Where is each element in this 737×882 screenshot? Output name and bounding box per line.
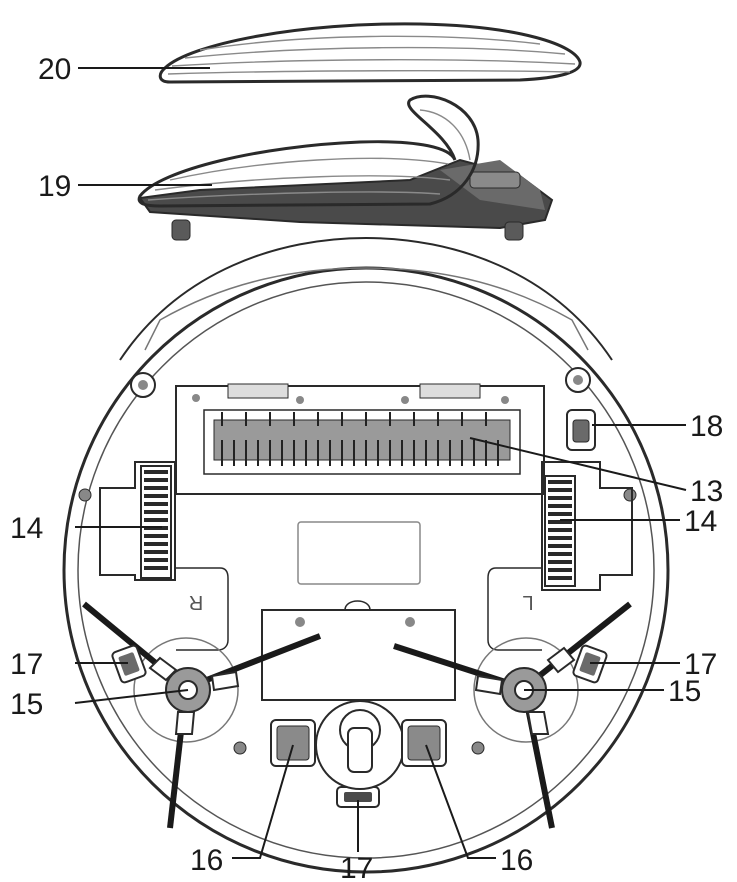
right-drive-wheel	[140, 465, 172, 579]
callout-18: 18	[690, 410, 723, 443]
callout-16-left: 16	[190, 844, 223, 877]
main-brush	[175, 383, 545, 495]
callout-15-right: 15	[10, 688, 43, 721]
callout-17-front: 17	[340, 852, 373, 882]
leader-lines	[74, 67, 687, 859]
charging-contact	[566, 409, 596, 451]
right-foam-pad	[401, 719, 447, 767]
screw-top-left	[130, 372, 156, 398]
callout-13: 13	[690, 475, 723, 508]
front-cliff-sensor	[336, 786, 380, 808]
callout-15-left: 15	[668, 675, 701, 708]
callout-14-right: 14	[10, 512, 43, 545]
right-wheel-well	[99, 461, 229, 651]
callout-19: 19	[38, 170, 71, 203]
callout-20: 20	[38, 53, 71, 86]
left-foam-pad	[270, 719, 316, 767]
mop-pad-holder	[137, 94, 554, 241]
mop-pad	[158, 22, 582, 84]
dustbin-cover	[261, 600, 456, 701]
left-wheel-mark: L	[522, 591, 533, 613]
left-side-brush	[393, 601, 632, 829]
callout-14-left: 14	[684, 505, 717, 538]
caster-wheel	[315, 700, 405, 790]
screw-top-right	[565, 367, 591, 393]
callout-17-left: 17	[684, 648, 717, 681]
callout-17-right: 17	[10, 648, 43, 681]
bottom-label-area	[297, 521, 421, 585]
right-cliff-sensor	[111, 644, 147, 684]
left-drive-wheel	[544, 475, 576, 587]
right-wheel-mark: R	[189, 591, 203, 613]
callout-16-right: 16	[500, 844, 533, 877]
